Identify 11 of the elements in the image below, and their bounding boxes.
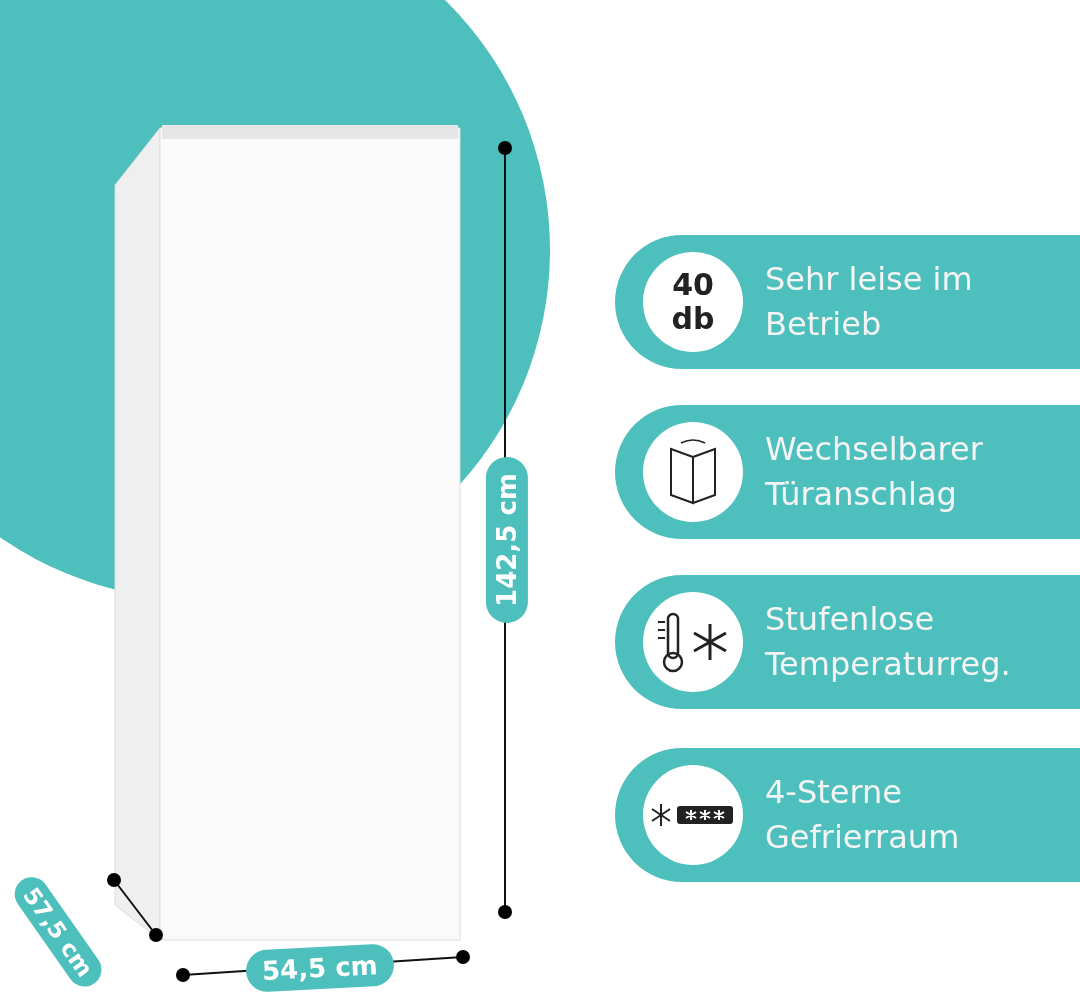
volume-badge: 40 db [643, 252, 743, 352]
feature-text: Wechselbarer Türanschlag [765, 429, 984, 515]
feature-text: Stufenlose Temperaturreg. [765, 599, 1012, 685]
dimension-badge: 54,5 cm [245, 943, 395, 993]
dimension-badge: 142,5 cm [485, 457, 528, 623]
feature-banner [615, 235, 1080, 369]
feature-banner [615, 405, 1080, 539]
feature-text: Sehr leise im Betrieb [765, 259, 974, 345]
feature-text: 4-Sterne Gefrierraum [765, 772, 961, 858]
feature-banner [615, 748, 1080, 882]
feature-banner [615, 575, 1080, 709]
